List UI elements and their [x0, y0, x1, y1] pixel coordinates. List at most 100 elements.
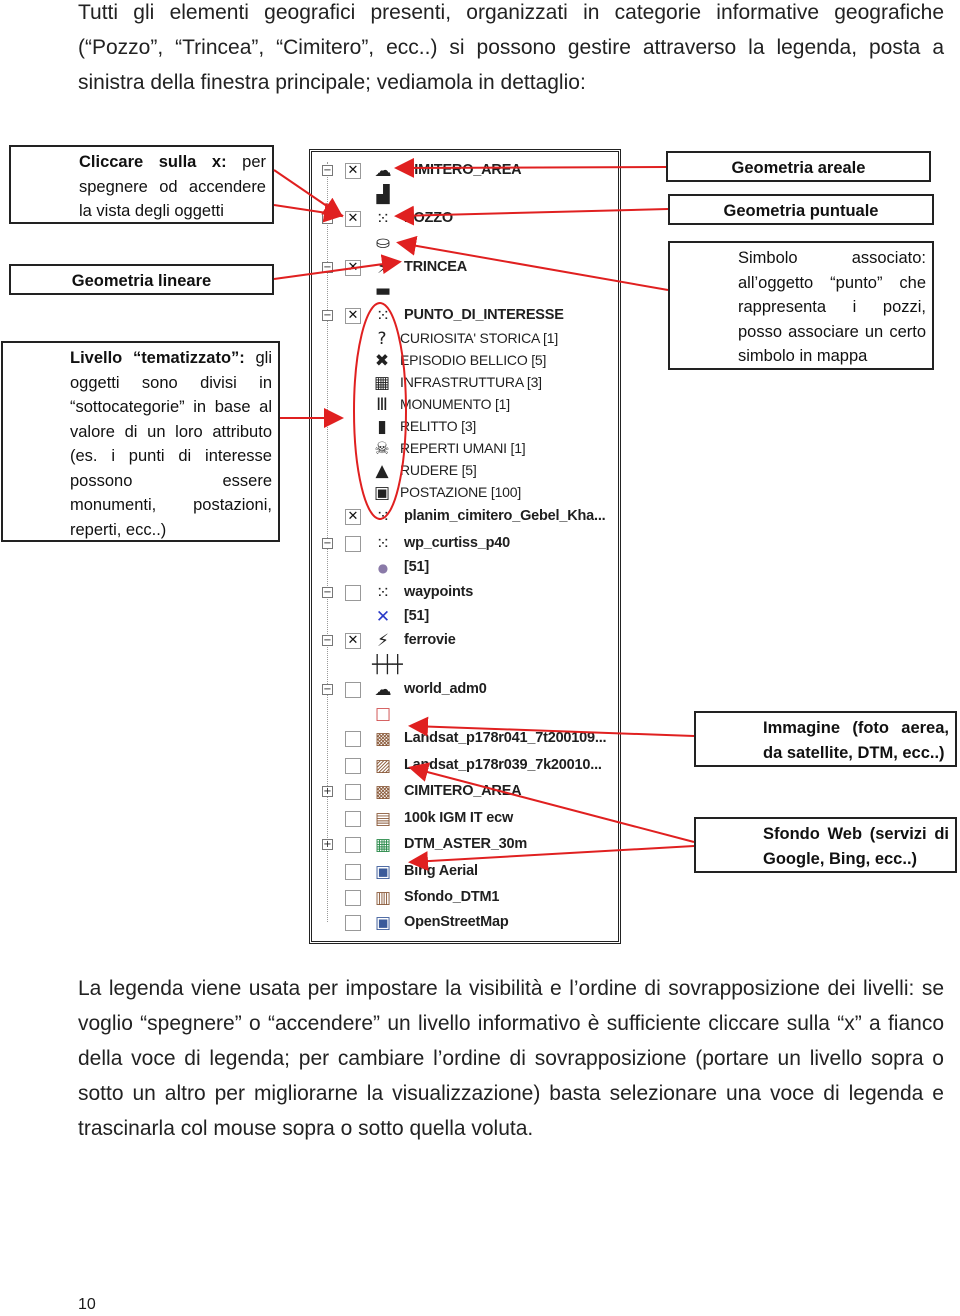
legend-label: EPISODIO BELLICO [5] — [400, 352, 547, 368]
arrow-symbol — [396, 235, 669, 291]
legend-label: CURIOSITA' STORICA [1] — [400, 330, 559, 346]
legend-row[interactable]: ✕⁙planim_cimitero_Gebel_Kha... — [312, 506, 612, 528]
raster-icon: ▥ — [374, 888, 392, 908]
legend-row[interactable]: + ▦ DTM_ASTER_30m — [312, 834, 612, 856]
legend-row[interactable]: ? CURIOSITA' STORICA [1] — [312, 328, 612, 350]
visibility-checkbox[interactable] — [345, 864, 361, 880]
raster-icon: ▩ — [374, 729, 392, 749]
legend-label: REPERTI UMANI [1] — [400, 440, 526, 456]
legend-row[interactable]: ┼┼┼ — [312, 654, 612, 676]
legend-row[interactable]: −⁙wp_curtiss_p40 — [312, 533, 612, 555]
legend-row[interactable]: +▩CIMITERO_AREA — [312, 781, 612, 803]
callout-image: Immagine (foto aerea, da satellite, DTM,… — [694, 711, 957, 767]
visibility-checkbox[interactable] — [345, 682, 361, 698]
visibility-checkbox[interactable] — [345, 731, 361, 747]
legend-row[interactable]: −⁙waypoints — [312, 582, 612, 604]
visibility-checkbox[interactable]: ✕ — [345, 163, 361, 179]
visibility-checkbox[interactable] — [345, 890, 361, 906]
circle-icon: ● — [377, 561, 389, 575]
web-map-icon: ▣ — [374, 913, 392, 933]
legend-row[interactable]: −✕⁙PUNTO_DI_INTERESSE — [312, 305, 612, 327]
expand-icon[interactable]: + — [322, 839, 333, 850]
visibility-checkbox[interactable] — [345, 784, 361, 800]
legend-label: CIMITERO_AREA — [404, 162, 522, 178]
legend-label: CIMITERO_AREA — [404, 783, 522, 799]
legend-row[interactable]: ▟ — [312, 184, 612, 206]
legend-row[interactable]: −✕☁CIMITERO_AREA — [312, 160, 612, 182]
cross-icon: ✕ — [375, 607, 391, 627]
legend-row[interactable]: ▬ — [312, 280, 612, 302]
point-icon: ⁙ — [375, 583, 391, 603]
collapse-icon[interactable]: − — [322, 684, 333, 695]
callout-web-text: Sfondo Web (servizi di Google, Bing, ecc… — [763, 825, 949, 868]
legend-label: Landsat_p178r041_7t200109... — [404, 730, 607, 746]
callout-linear: Geometria lineare — [9, 264, 274, 295]
legend-label: 100k IGM IT ecw — [404, 810, 514, 826]
legend-label: PUNTO_DI_INTERESSE — [404, 307, 564, 323]
collapse-icon[interactable]: − — [322, 538, 333, 549]
legend-row[interactable]: ⛀ — [312, 232, 612, 254]
legend-row[interactable]: ✖ EPISODIO BELLICO [5] — [312, 350, 612, 372]
collapse-icon[interactable]: − — [322, 587, 333, 598]
legend-label: TRINCEA — [404, 259, 468, 275]
callout-themed-title: Livello “tematizzato”: — [70, 349, 245, 367]
visibility-checkbox[interactable]: ✕ — [345, 308, 361, 324]
legend-label: OpenStreetMap — [404, 914, 509, 930]
legend-label: POSTAZIONE [100] — [400, 484, 522, 500]
collapse-icon[interactable]: − — [322, 165, 333, 176]
legend-label: INFRASTRUTTURA [3] — [400, 374, 542, 390]
visibility-checkbox[interactable] — [345, 536, 361, 552]
callout-image-text: Immagine (foto aerea, da satellite, DTM,… — [763, 719, 949, 762]
subcategory-highlight — [353, 302, 407, 520]
remains-icon: ☠ — [374, 439, 390, 459]
callout-point-text: Geometria puntuale — [723, 202, 879, 220]
legend-label: Sfondo_DTM1 — [404, 889, 500, 905]
collapse-icon[interactable]: − — [322, 635, 333, 646]
building-icon: ▦ — [373, 373, 391, 393]
legend-row[interactable]: ▥ Sfondo_DTM1 — [312, 887, 612, 909]
empty-polygon-icon: □ — [374, 704, 392, 724]
battle-icon: ✖ — [374, 351, 390, 371]
legend-row[interactable]: ▦ INFRASTRUTTURA [3] — [312, 372, 612, 394]
visibility-checkbox[interactable] — [345, 915, 361, 931]
expand-icon[interactable]: + — [322, 786, 333, 797]
legend-row[interactable]: ▮RELITTO [3] — [312, 416, 612, 438]
legend-row[interactable]: ● [51] — [312, 557, 612, 579]
legend-row[interactable]: □ — [312, 703, 612, 725]
legend-label: wp_curtiss_p40 — [404, 535, 510, 551]
visibility-checkbox[interactable]: ✕ — [345, 633, 361, 649]
arrow-toggle-1 — [273, 169, 344, 218]
legend-panel: −✕☁CIMITERO_AREA▟−✕⁙POZZO⛀−✕⚡TRINCEA▬−✕⁙… — [309, 149, 621, 944]
callout-symbol-text: Simbolo associato: all’oggetto “punto” c… — [738, 249, 926, 365]
web-map-icon: ▣ — [374, 862, 392, 882]
well-symbol-icon: ⛀ — [375, 233, 391, 253]
monument-icon: Ⅲ — [376, 395, 388, 415]
legend-label: Landsat_p178r039_7k20010... — [404, 757, 602, 773]
visibility-checkbox[interactable]: ✕ — [345, 509, 361, 525]
legend-row[interactable]: ▲RUDERE [5] — [312, 460, 612, 482]
collapse-icon[interactable]: − — [322, 310, 333, 321]
legend-row[interactable]: ▣ OpenStreetMap — [312, 912, 612, 934]
visibility-checkbox[interactable]: ✕ — [345, 211, 361, 227]
legend-label: [51] — [404, 559, 429, 575]
legend-row[interactable]: −☁world_adm0 — [312, 679, 612, 701]
legend-row[interactable]: ▩ Landsat_p178r041_7t200109... — [312, 728, 612, 750]
dtm-icon: ▦ — [374, 835, 392, 855]
legend-row[interactable]: −✕⚡ferrovie — [312, 630, 612, 652]
legend-row[interactable]: ▨Landsat_p178r039_7k20010... — [312, 755, 612, 777]
curiosity-icon: ? — [377, 329, 387, 349]
visibility-checkbox[interactable] — [345, 811, 361, 827]
legend-row[interactable]: ✕[51] — [312, 606, 612, 628]
visibility-checkbox[interactable] — [345, 837, 361, 853]
legend-row[interactable]: ▣POSTAZIONE [100] — [312, 482, 612, 504]
legend-row[interactable]: ☠ REPERTI UMANI [1] — [312, 438, 612, 460]
legend-row[interactable]: ▤100k IGM IT ecw — [312, 808, 612, 830]
visibility-checkbox[interactable] — [345, 758, 361, 774]
legend-label: DTM_ASTER_30m — [404, 836, 528, 852]
visibility-checkbox[interactable] — [345, 585, 361, 601]
callout-toggle-title: Cliccare sulla x: — [79, 153, 227, 171]
outro-paragraph: La legenda viene usata per impostare la … — [78, 977, 944, 1140]
callout-symbol: Simbolo associato: all’oggetto “punto” c… — [668, 241, 934, 370]
